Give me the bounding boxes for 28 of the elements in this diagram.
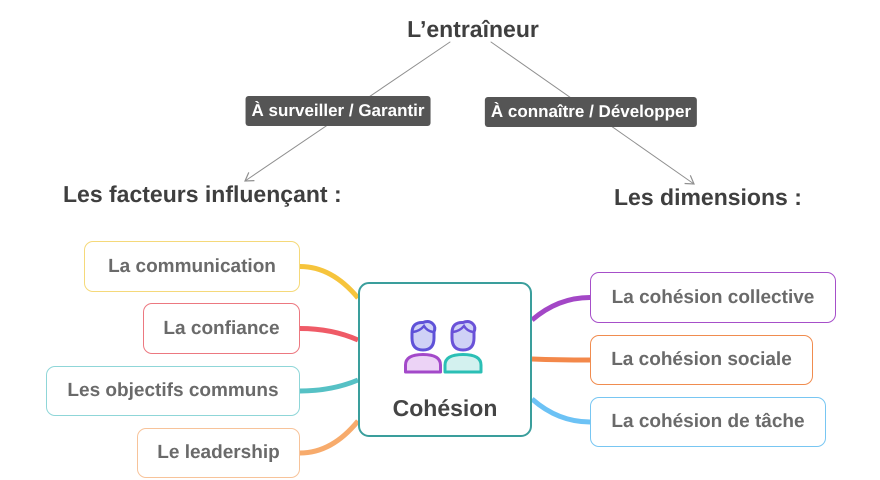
title-heading: L’entraîneur: [407, 16, 539, 42]
node-label: La cohésion sociale: [611, 349, 792, 371]
node-label: La cohésion de tâche: [611, 411, 805, 433]
node-label: La cohésion collective: [612, 286, 814, 308]
node-label: Cohésion: [392, 395, 498, 421]
section-heading: Les facteurs influençant :: [63, 181, 342, 207]
branch-line: [300, 419, 360, 456]
central-topic-box: [358, 282, 532, 437]
topic-box: [46, 366, 300, 416]
edge-label: À connaître / Développer: [484, 97, 698, 127]
node-label: La confiance: [163, 318, 280, 340]
node-label: Les objectifs communs: [67, 380, 279, 402]
topic-box: [590, 335, 813, 385]
branch-line: [300, 264, 360, 300]
branch-line: [532, 356, 590, 362]
topic-box: [590, 272, 836, 323]
edge-label: À surveiller / Garantir: [246, 96, 430, 126]
topic-box: [137, 428, 300, 478]
branch-line: [300, 378, 359, 394]
section-heading: Les dimensions :: [614, 184, 802, 210]
topic-box: [590, 397, 826, 447]
branch-line: [530, 397, 590, 424]
node-label: La communication: [108, 256, 276, 278]
branch-line: [300, 326, 359, 342]
topic-box: [84, 241, 300, 292]
branch-line: [530, 295, 590, 322]
node-label: Le leadership: [157, 442, 280, 464]
topic-box: [143, 303, 300, 354]
